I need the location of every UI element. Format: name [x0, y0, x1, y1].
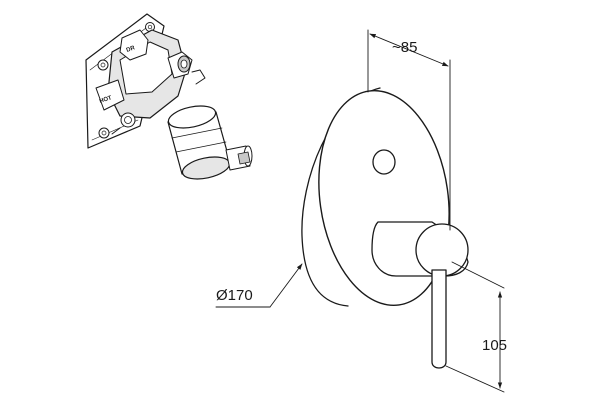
concealed-valve-body: DR HOT — [85, 13, 253, 180]
dimension-height-label: 105 — [482, 337, 507, 354]
trim-assembly — [301, 87, 469, 369]
valve-label-hot: HOT — [99, 95, 113, 105]
dimension-diameter-label: Ø170 — [216, 287, 253, 304]
valve-label-dr: DR — [126, 45, 137, 54]
dimension-depth-label: ~85 — [392, 39, 417, 56]
dimension-depth: ~85 — [367, 29, 451, 231]
diverter-button — [372, 149, 396, 175]
handle-cap — [415, 223, 469, 277]
dimension-height: 105 — [445, 261, 507, 393]
lever-arm — [431, 269, 447, 369]
dimension-diameter: Ø170 — [215, 263, 303, 308]
